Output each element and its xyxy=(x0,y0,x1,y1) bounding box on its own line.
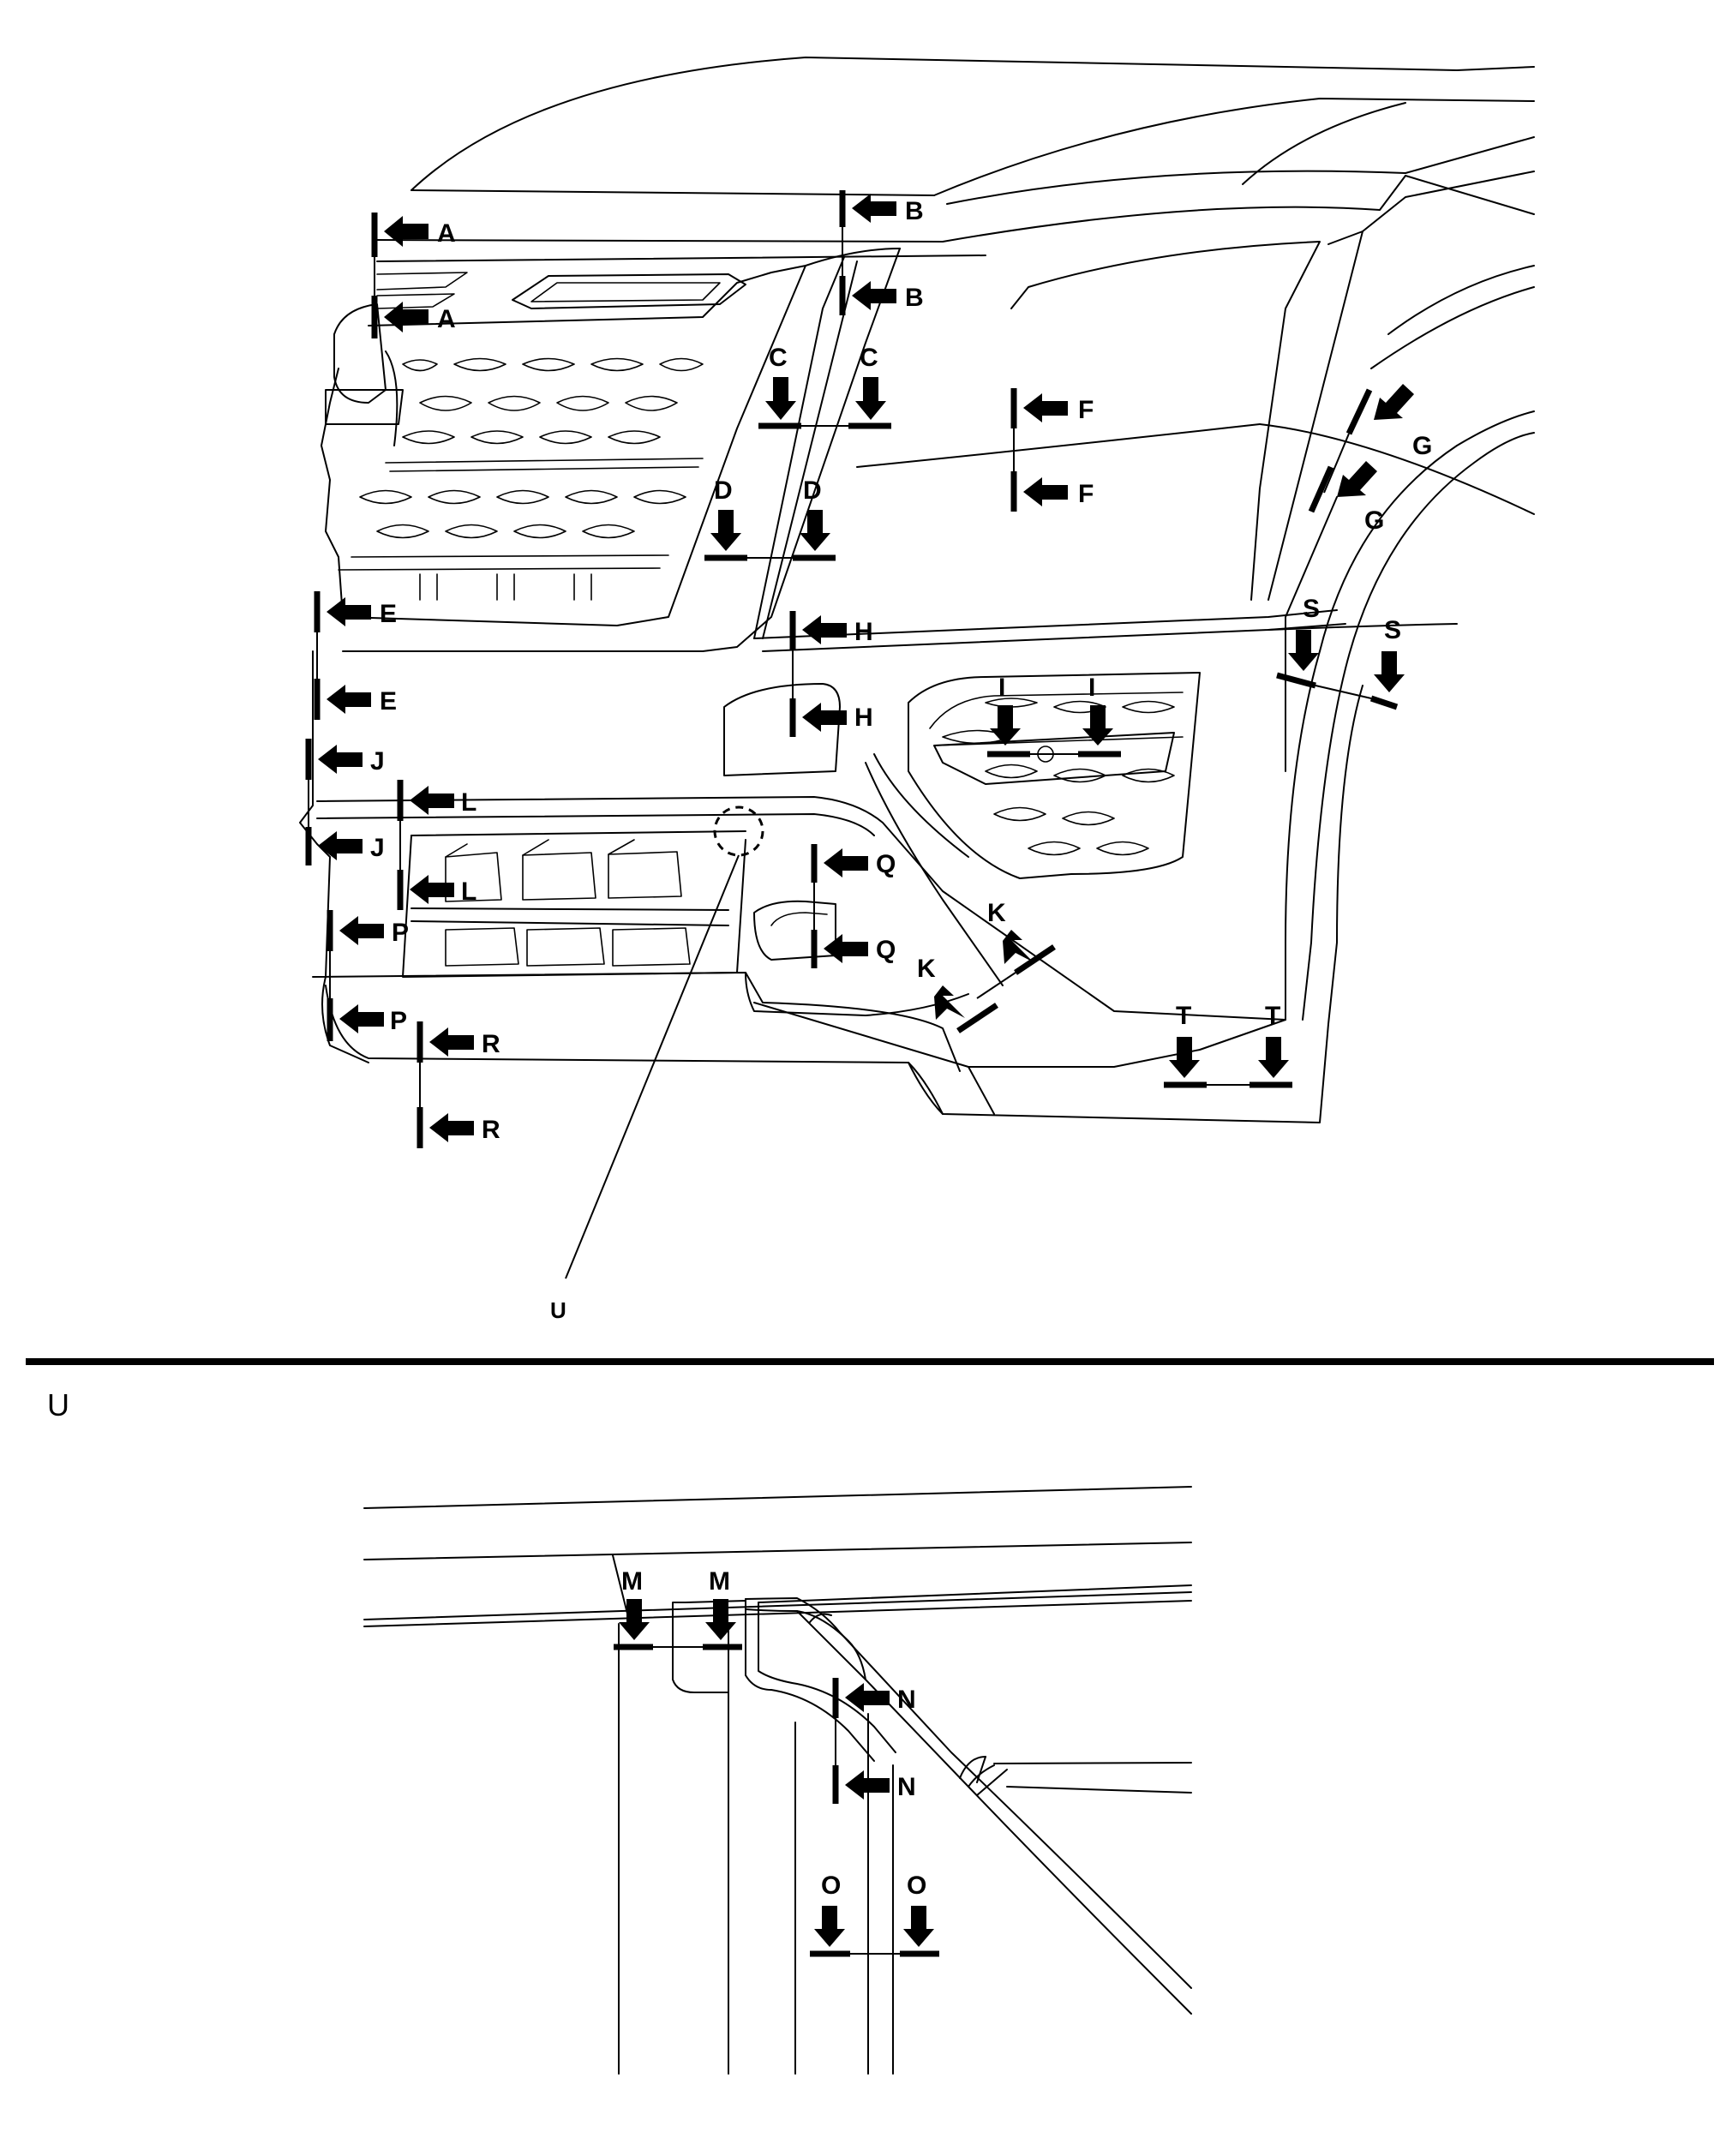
label-F-upper: F xyxy=(1078,396,1094,424)
label-M-left: M xyxy=(621,1567,643,1596)
section-P-lower: P xyxy=(327,998,407,1041)
section-I-right: I xyxy=(1078,674,1121,758)
label-K-upper: K xyxy=(987,899,1006,927)
label-N-upper: N xyxy=(897,1686,916,1714)
label-H-upper: H xyxy=(854,618,873,646)
label-T-left: T xyxy=(1176,1002,1191,1030)
label-C-left: C xyxy=(769,344,788,372)
label-J-upper: J xyxy=(370,747,385,776)
label-O-left: O xyxy=(821,1872,841,1900)
label-P-upper: P xyxy=(392,919,409,947)
label-M-right: M xyxy=(709,1567,730,1596)
section-O-left: O xyxy=(810,1872,850,1957)
label-A-upper: A xyxy=(437,219,456,248)
label-I-left: I xyxy=(998,674,1005,702)
section-E-lower: E xyxy=(314,679,397,720)
section-Q-upper: Q xyxy=(811,844,896,883)
section-K-lower: K xyxy=(917,955,998,1033)
grille-mesh xyxy=(338,357,704,601)
label-H-lower: H xyxy=(854,704,873,732)
label-I-right: I xyxy=(1088,674,1095,702)
section-B-upper: B xyxy=(839,190,924,227)
label-C-right: C xyxy=(860,344,878,372)
section-G-upper: G xyxy=(1345,384,1432,460)
section-N-lower: N xyxy=(832,1765,916,1804)
section-K-upper: K xyxy=(987,899,1056,975)
section-A-lower: A xyxy=(371,296,456,338)
section-B-lower: B xyxy=(839,276,924,315)
section-J-lower: J xyxy=(305,827,385,865)
label-K-lower: K xyxy=(917,955,936,983)
cut-line-K xyxy=(976,972,1016,999)
label-B-upper: B xyxy=(905,197,924,225)
label-L-upper: L xyxy=(461,788,476,817)
section-P-upper: P xyxy=(327,910,409,951)
label-J-lower: J xyxy=(370,834,385,862)
section-L-lower: L xyxy=(397,870,476,910)
label-D-right: D xyxy=(803,476,822,505)
label-Q-upper: Q xyxy=(876,850,896,878)
cut-line-G xyxy=(1323,433,1350,494)
label-S-left: S xyxy=(1303,595,1320,623)
section-G-lower: G xyxy=(1308,461,1384,535)
label-N-lower: N xyxy=(897,1773,916,1801)
section-H-upper: H xyxy=(789,611,873,650)
cut-line-S xyxy=(1315,685,1372,699)
section-M-left: M xyxy=(614,1567,653,1650)
section-D-right: D xyxy=(793,476,836,561)
section-C-left: C xyxy=(758,344,801,429)
section-L-upper: L xyxy=(397,780,476,821)
section-F-upper: F xyxy=(1010,388,1094,428)
label-G-upper: G xyxy=(1412,432,1432,460)
detail-U-drawing xyxy=(363,1486,1192,2075)
section-D-left: D xyxy=(704,476,747,561)
detail-view-title: U xyxy=(47,1387,69,1422)
detail-U-pointer: U xyxy=(550,806,764,1323)
section-O-right: O xyxy=(900,1872,939,1957)
section-R-upper: R xyxy=(417,1021,500,1063)
section-I-left: I xyxy=(987,674,1030,758)
label-A-lower: A xyxy=(437,305,456,333)
label-E-lower: E xyxy=(380,687,397,716)
label-L-lower: L xyxy=(461,877,476,906)
section-F-lower: F xyxy=(1010,471,1094,512)
label-P-lower: P xyxy=(390,1007,407,1035)
label-B-lower: B xyxy=(905,284,924,312)
label-F-lower: F xyxy=(1078,480,1094,508)
label-T-right: T xyxy=(1265,1002,1280,1030)
section-H-lower: H xyxy=(789,698,873,737)
section-C-right: C xyxy=(848,344,891,429)
label-O-right: O xyxy=(907,1872,926,1900)
label-D-left: D xyxy=(714,476,733,505)
label-R-lower: R xyxy=(482,1116,500,1144)
section-R-lower: R xyxy=(417,1107,500,1148)
section-E-upper: E xyxy=(314,591,397,632)
section-divider xyxy=(26,1358,1714,1365)
section-A-upper: A xyxy=(371,213,456,257)
vehicle-front-outline xyxy=(299,57,1535,1123)
section-T-right: T xyxy=(1250,1002,1292,1088)
section-S-right: S xyxy=(1369,616,1405,710)
section-N-upper: N xyxy=(832,1678,916,1718)
section-S-left: S xyxy=(1276,595,1320,689)
section-Q-lower: Q xyxy=(811,930,896,968)
section-M-right: M xyxy=(703,1567,742,1650)
label-S-right: S xyxy=(1384,616,1401,644)
label-R-upper: R xyxy=(482,1030,500,1058)
pointer-label-U: U xyxy=(550,1297,566,1323)
label-Q-lower: Q xyxy=(876,936,896,964)
label-E-upper: E xyxy=(380,600,397,628)
section-T-left: T xyxy=(1164,1002,1207,1088)
label-G-lower: G xyxy=(1364,506,1384,535)
section-J-upper: J xyxy=(305,739,385,780)
